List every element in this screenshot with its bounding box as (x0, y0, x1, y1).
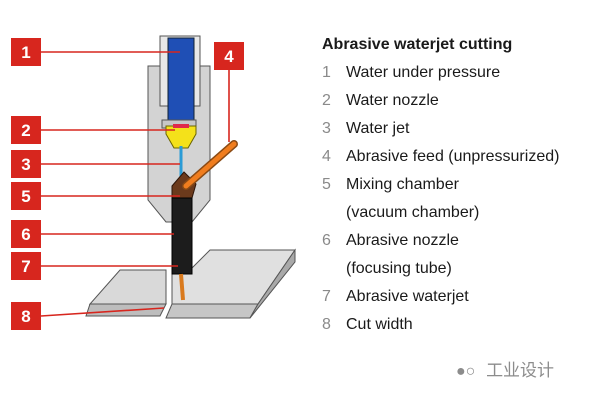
callout-label-3: 3 (21, 155, 30, 174)
callout-box-5 (11, 182, 41, 210)
watermark: ●○ 工业设计 (456, 356, 554, 381)
callout-label-7: 7 (21, 257, 30, 276)
workpiece-right-front (165, 303, 259, 319)
legend-number: 1 (322, 64, 331, 81)
legend-text: (focusing tube) (346, 260, 452, 277)
legend-text: Cut width (346, 316, 413, 333)
legend-title: Abrasive waterjet cutting (322, 36, 513, 53)
abrasive-feed-tube (182, 140, 238, 190)
water-nozzle (165, 125, 197, 149)
callout-box-4 (214, 42, 244, 70)
callout-box-6 (11, 220, 41, 248)
legend-text: Water under pressure (346, 64, 501, 81)
workpiece-left-top (88, 269, 167, 305)
watermark-text: 工业设计 (486, 361, 555, 380)
callout-label-5: 5 (21, 187, 30, 206)
feed-tube-fill (183, 141, 237, 189)
legend-text: Mixing chamber (346, 176, 459, 193)
callout-label-1: 1 (21, 43, 30, 62)
abrasive-waterjet (179, 273, 185, 301)
callout-label-6: 6 (21, 225, 30, 244)
legend-number: 8 (322, 316, 331, 333)
legend-number: 2 (322, 92, 331, 109)
callout-box-3 (11, 150, 41, 178)
abrasive-nozzle (171, 197, 193, 275)
legend-text: Water jet (346, 120, 410, 137)
wechat-icon: ●○ (456, 363, 476, 380)
legend-number: 3 (322, 120, 331, 137)
legend-number: 7 (322, 288, 331, 305)
callout-box-2 (11, 116, 41, 144)
legend-text: Abrasive nozzle (346, 232, 459, 249)
water-under-pressure (167, 37, 195, 121)
nozzle-orifice (173, 124, 189, 128)
legend-number: 6 (322, 232, 331, 249)
legend-text: (vacuum chamber) (346, 204, 480, 221)
legend-text: Water nozzle (346, 92, 439, 109)
leader-8 (40, 307, 165, 317)
callout-label-2: 2 (21, 121, 30, 140)
callout-box-8 (11, 302, 41, 330)
legend-text: Abrasive waterjet (346, 288, 469, 305)
callout-label-8: 8 (21, 307, 30, 326)
callouts: 1 2 3 4 5 6 7 8 (11, 38, 244, 330)
callout-label-4: 4 (224, 47, 234, 66)
callout-box-7 (11, 252, 41, 280)
workpiece-side (249, 248, 296, 319)
callout-box-1 (11, 38, 41, 66)
legend-text: Abrasive feed (unpressurized) (346, 148, 560, 165)
legend-number: 4 (322, 148, 331, 165)
leader-lines (40, 51, 230, 317)
legend-number: 5 (322, 176, 331, 193)
